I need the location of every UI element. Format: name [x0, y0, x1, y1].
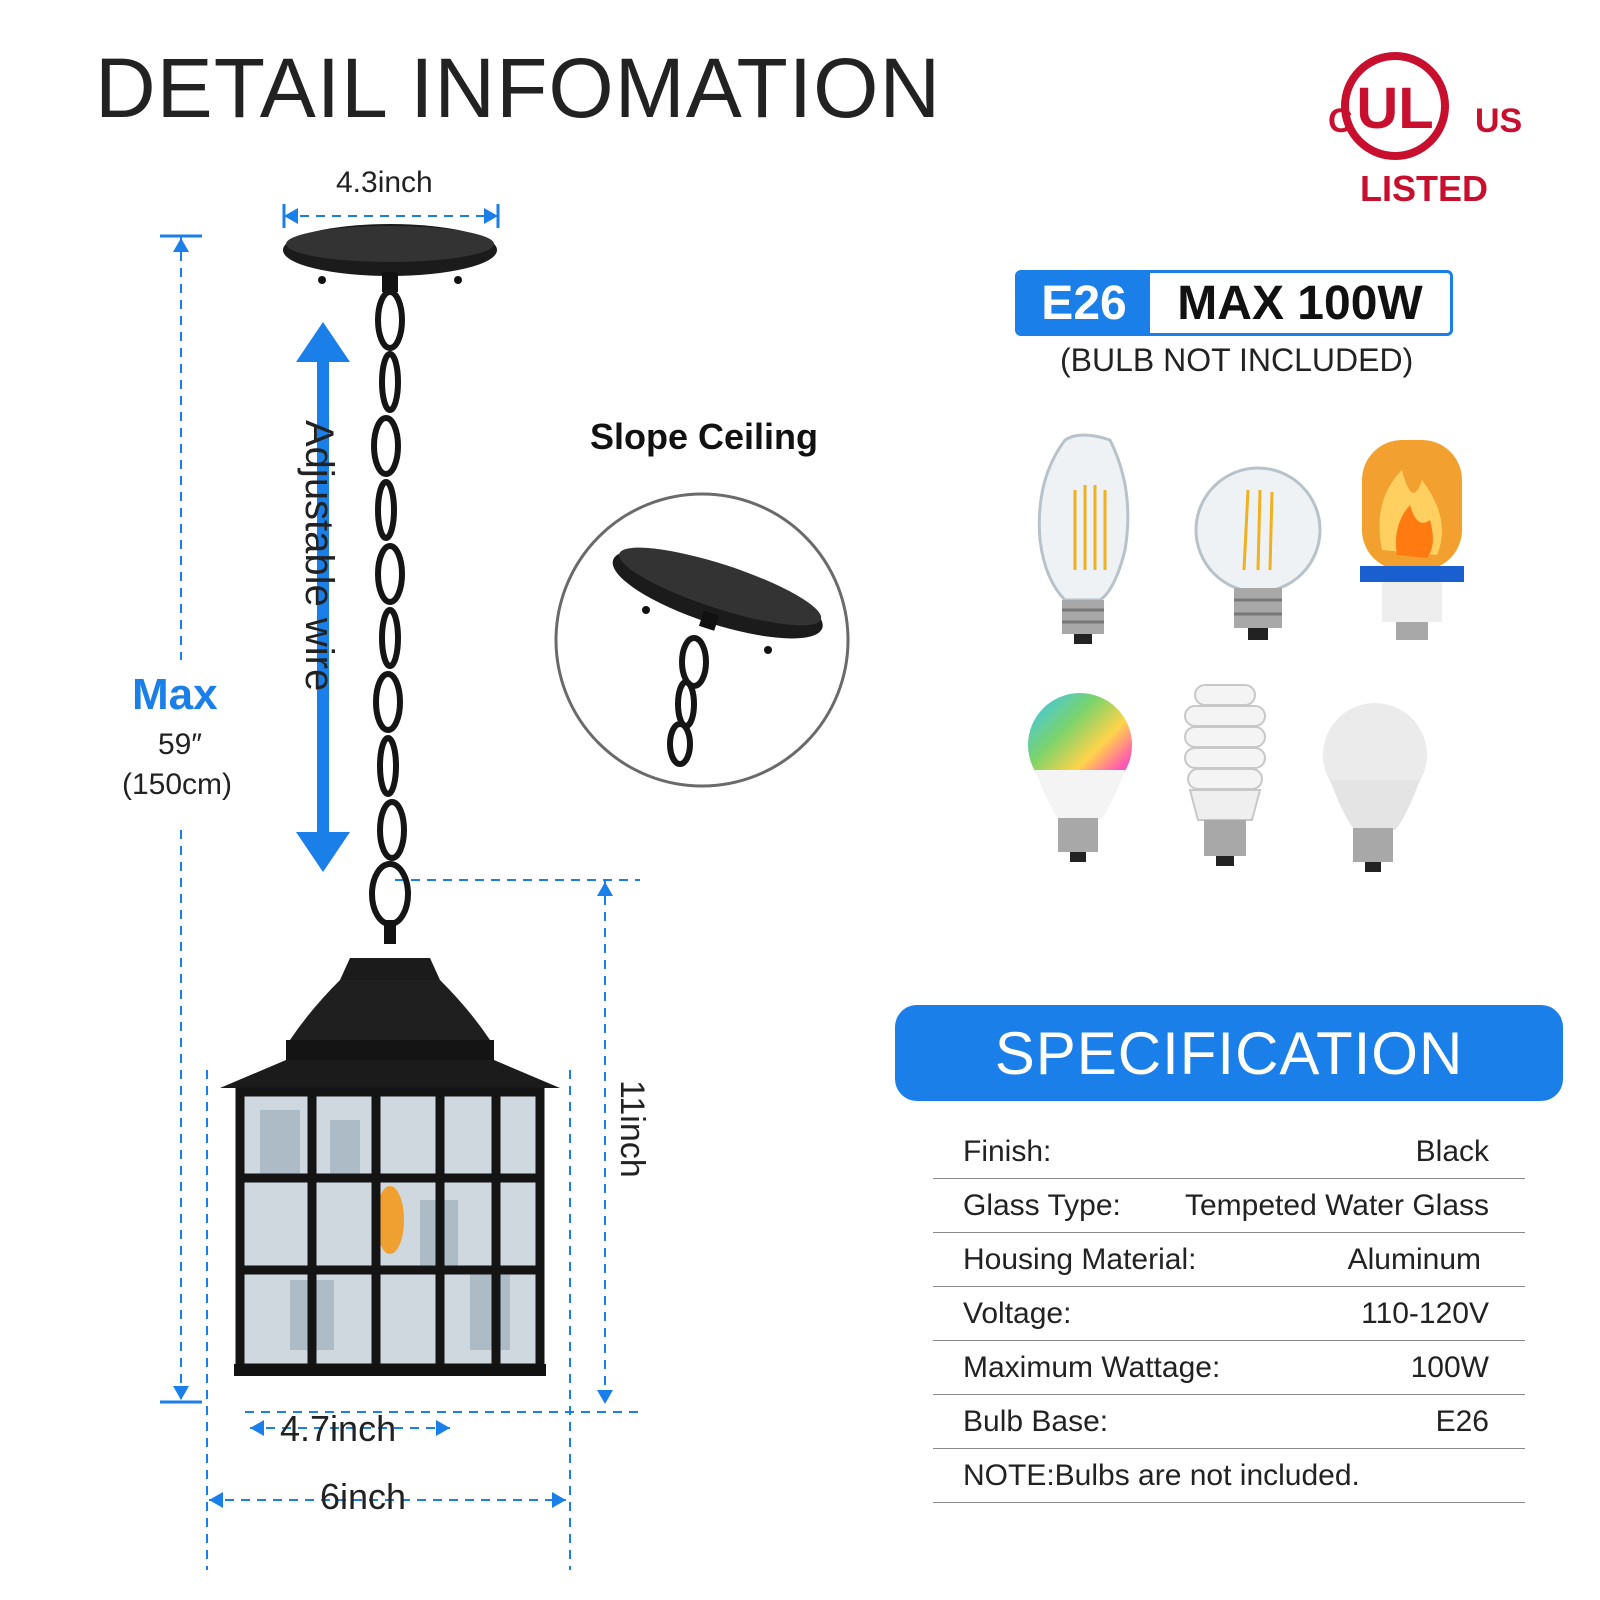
spec-label: Finish: [963, 1134, 1052, 1168]
max-length-cm: (150cm) [122, 768, 233, 801]
max-length-inches: 59″ [158, 728, 202, 761]
spec-row-glass-type: Glass Type: Tempeted Water Glass [933, 1179, 1525, 1233]
ul-listed-label: LISTED [1360, 168, 1489, 209]
specification-header: SPECIFICATION [895, 1005, 1563, 1101]
spec-row-bulb-base: Bulb Base: E26 [933, 1395, 1525, 1449]
svg-text:UL: UL [1356, 76, 1433, 141]
bulb-spec-badge: E26 MAX 100W [1015, 270, 1453, 336]
edison-st-bulb-icon [1037, 433, 1130, 644]
spec-label: Bulb Base: [963, 1404, 1109, 1438]
spec-value: 110-120V [1361, 1296, 1489, 1330]
max-wattage-badge: MAX 100W [1177, 276, 1423, 330]
pendant-lantern-icon [220, 224, 560, 1376]
spec-label: Voltage: [963, 1296, 1072, 1330]
bulb-base-badge: E26 [1018, 273, 1150, 333]
spec-label: Maximum Wattage: [963, 1350, 1221, 1384]
ul-logo-icon: UL [1341, 52, 1449, 160]
bulb-not-included-note: (BULB NOT INCLUDED) [1060, 342, 1414, 378]
ul-c-mark: C [1328, 102, 1353, 140]
slope-ceiling-label: Slope Ceiling [590, 416, 819, 457]
top-width-label: 6inch [320, 1476, 407, 1517]
spec-row-note: NOTE:Bulbs are not included. [933, 1449, 1525, 1503]
spec-label: Housing Material: [963, 1242, 1197, 1276]
adjustable-wire-label: Adjustable wire [297, 420, 341, 692]
max-length-title: Max [132, 670, 218, 719]
led-a19-bulb-icon [1323, 703, 1427, 872]
spec-row-voltage: Voltage: 110-120V [933, 1287, 1525, 1341]
spec-value: E26 [1435, 1404, 1489, 1438]
dimension-lines [160, 204, 640, 1570]
spec-value: Tempeted Water Glass [1185, 1188, 1489, 1222]
slope-ceiling-inset-icon [554, 492, 850, 788]
spec-row-finish: Finish: Black [933, 1125, 1525, 1179]
height-label: 11inch [613, 1080, 651, 1178]
spec-value: Aluminum [1347, 1242, 1481, 1276]
bottom-width-label: 4.7inch [280, 1408, 397, 1449]
spiral-cfl-bulb-icon [1184, 684, 1266, 866]
canopy-width-label: 4.3inch [336, 166, 433, 199]
spec-value: Black [1415, 1134, 1489, 1168]
rgb-led-bulb-icon [1028, 693, 1132, 862]
spec-value: 100W [1410, 1350, 1489, 1384]
spec-note: NOTE:Bulbs are not included. [963, 1458, 1360, 1492]
spec-label: Glass Type: [963, 1188, 1121, 1222]
spec-row-maximum-wattage: Maximum Wattage: 100W [933, 1341, 1525, 1395]
specification-table: Finish: Black Glass Type: Tempeted Water… [933, 1125, 1525, 1503]
flame-effect-bulb-icon [1360, 440, 1464, 640]
spec-row-housing-material: Housing Material: Aluminum [933, 1233, 1525, 1287]
globe-filament-bulb-icon [1194, 466, 1322, 640]
ul-us-mark: US [1475, 102, 1523, 140]
page-title: DETAIL INFOMATION [95, 41, 942, 135]
